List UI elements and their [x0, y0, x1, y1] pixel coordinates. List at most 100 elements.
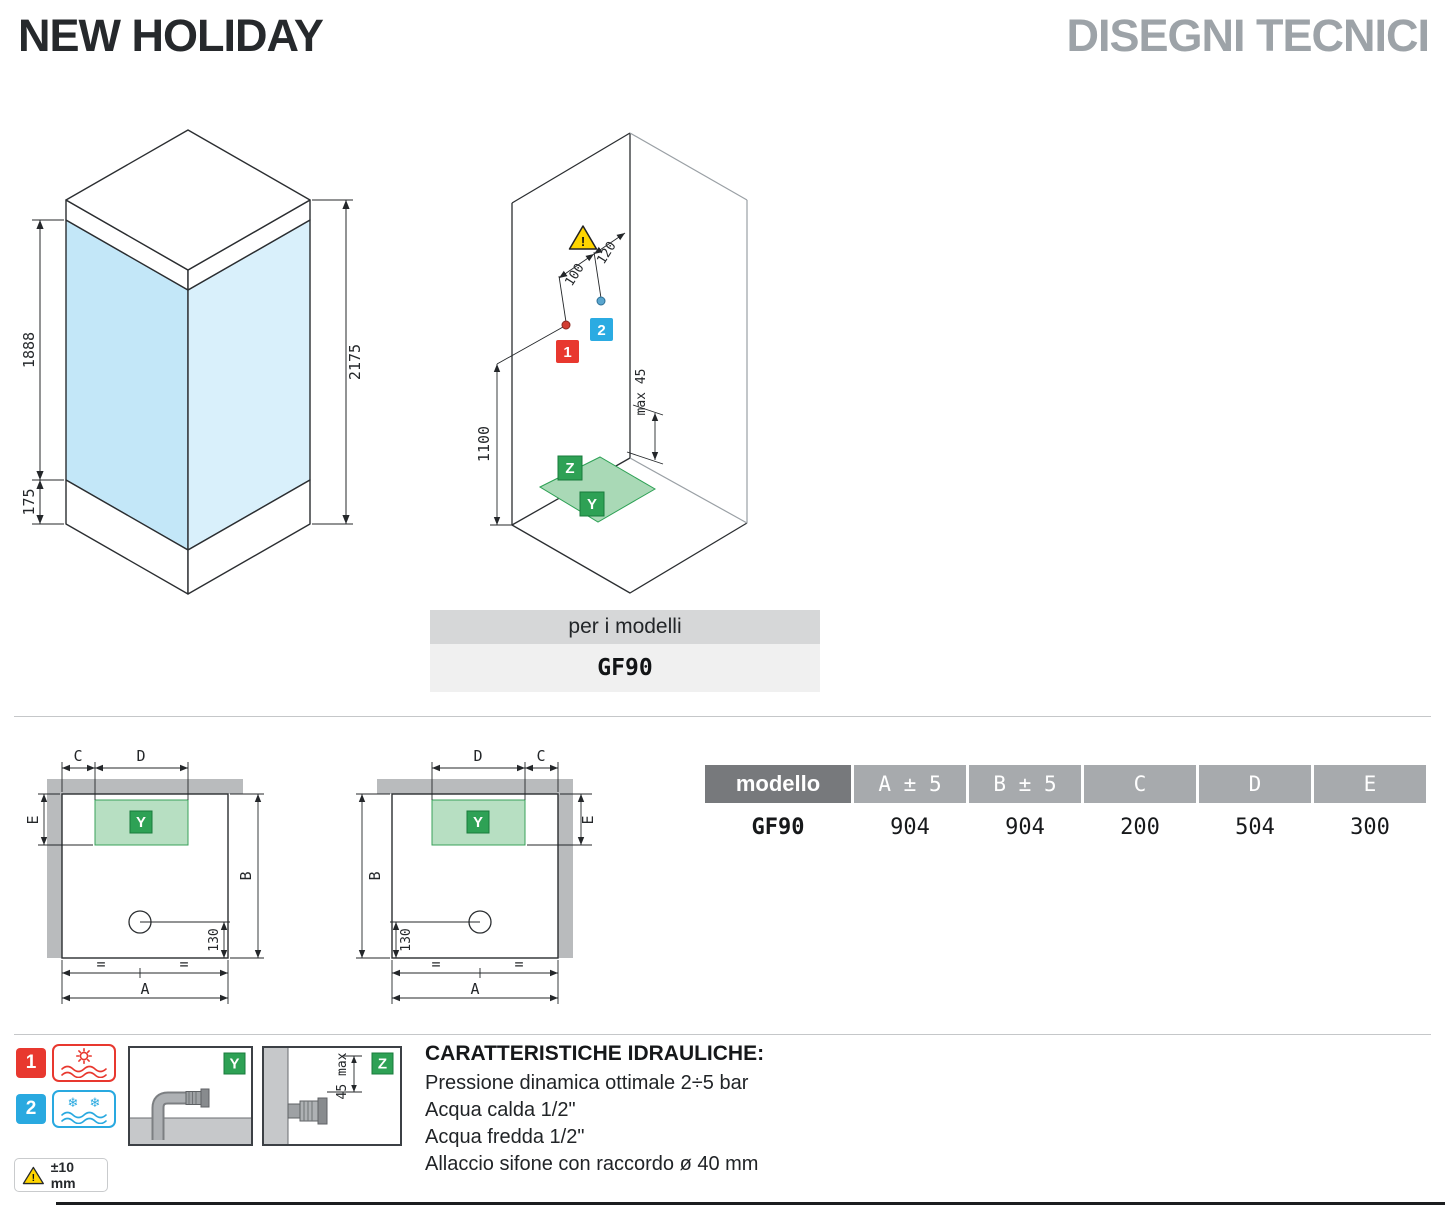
- cell-b: 904: [1005, 814, 1045, 840]
- hydraulics-line: Acqua fredda 1/2": [425, 1126, 585, 1148]
- footer-rule: [56, 1202, 1445, 1205]
- spec-table-row: GF90 904 904 200 504 300: [705, 803, 1431, 851]
- hydraulics-line: Allaccio sifone con raccordo ø 40 mm: [425, 1153, 759, 1175]
- col-header-e: E: [1314, 765, 1426, 803]
- cell-d: 504: [1235, 814, 1275, 840]
- wall-left: [47, 779, 62, 958]
- tolerance-note: ! ±10 mm: [14, 1158, 108, 1192]
- floor-outlet-badge: Y: [223, 1052, 246, 1075]
- tolerance-value: ±10 mm: [50, 1159, 76, 1191]
- plan-left-dimension-lines: [38, 762, 264, 1004]
- wall-outlet-badge: Z: [371, 1052, 394, 1075]
- iso-cabin-drawing: 1888 175 2175: [20, 129, 364, 595]
- pipe-thread: [299, 1100, 319, 1122]
- dim-drain-max: max 45: [634, 369, 649, 416]
- hot-water-badge: 1: [16, 1048, 46, 1078]
- equal-mark: =: [179, 955, 188, 973]
- svg-text:Z: Z: [378, 1056, 387, 1073]
- dim-b: B: [366, 871, 384, 880]
- iso-installation-dimension-lines: [490, 232, 664, 526]
- dim-d: D: [136, 748, 145, 765]
- floor: [130, 1118, 251, 1144]
- hot-inlet-dot: [561, 320, 571, 330]
- col-header-d: D: [1199, 765, 1311, 803]
- spec-table: modello A ± 5 B ± 5 C D E GF90 904 904 2…: [705, 765, 1431, 851]
- section-divider-top: [14, 716, 1431, 717]
- hot-inlet-badge: 1: [556, 340, 579, 363]
- dim-c: C: [73, 748, 82, 765]
- tray-badge: Y: [579, 491, 605, 517]
- pipe-stub: [287, 1103, 301, 1119]
- svg-text:Y: Y: [473, 814, 483, 831]
- cold-water-badge: 2: [16, 1094, 46, 1124]
- pipe-nut: [200, 1088, 210, 1108]
- dim-e: E: [579, 815, 597, 824]
- dim-130: 130: [207, 928, 222, 951]
- wall-outlet-dimension-lines: [327, 1055, 362, 1093]
- cabin-box: [65, 129, 311, 595]
- hydraulics-line: Acqua calda 1/2": [425, 1099, 576, 1121]
- iso-cabin-dimension-lines: [32, 199, 353, 525]
- warning-icon: !: [22, 1166, 44, 1184]
- tray-badge: Y: [466, 810, 490, 834]
- iso-installation-drawing: 1100 100 120 max 45 1 2 Z Y !: [475, 132, 748, 594]
- cold-inlet-dot: [596, 296, 606, 306]
- snow-waves-icon: ❄ ❄: [61, 1096, 107, 1124]
- dim-cold-offset: 120: [594, 239, 619, 267]
- cell-c: 200: [1120, 814, 1160, 840]
- svg-text:Y: Y: [587, 496, 597, 513]
- dim-inlet-height: 1100: [475, 426, 493, 462]
- dim-glass-height: 1888: [20, 332, 38, 368]
- section-divider-bottom: [14, 1034, 1431, 1035]
- dim-b: B: [237, 871, 255, 880]
- snowflake-icon: ❄: [68, 1096, 79, 1111]
- dim-a: A: [140, 980, 149, 998]
- plan-right-dimension-lines: [356, 762, 592, 1004]
- floor-outlet-svg: Y: [130, 1052, 251, 1144]
- hot-water-iconbox: [52, 1044, 116, 1082]
- tray-badge: Y: [129, 810, 153, 834]
- plan-left-drawing: Y C D E B 130 = = A: [25, 748, 264, 1004]
- drain-badge: Z: [557, 455, 583, 481]
- enclosure-outline: [511, 132, 748, 594]
- dim-hot-offset: 100: [562, 261, 587, 289]
- dim-a: A: [470, 980, 479, 998]
- cold-inlet-badge: 2: [590, 318, 613, 341]
- pipe-nut: [317, 1097, 328, 1125]
- hydraulics-line: Pressione dinamica ottimale 2÷5 bar: [425, 1072, 749, 1094]
- models-caption-band: per i modelli: [430, 610, 820, 644]
- snowflake-icon: ❄: [90, 1096, 101, 1111]
- wall-outlet-diagram: 45 max Z: [262, 1046, 402, 1146]
- svg-text:1: 1: [563, 344, 571, 361]
- col-header-c: C: [1084, 765, 1196, 803]
- dim-e: E: [25, 815, 42, 824]
- svg-text:!: !: [581, 234, 585, 249]
- wall-outlet-svg: 45 max Z: [264, 1048, 394, 1144]
- model-name-band: GF90: [430, 644, 820, 692]
- cell-e: 300: [1350, 814, 1390, 840]
- cell-a: 904: [890, 814, 930, 840]
- page-title: NEW HOLIDAY: [18, 10, 324, 61]
- hydraulics-title: CARATTERISTICHE IDRAULICHE:: [425, 1042, 765, 1065]
- col-header-a: A ± 5: [854, 765, 966, 803]
- dim-tray-height: 175: [20, 488, 38, 515]
- page-subtitle: DISEGNI TECNICI: [1066, 10, 1430, 61]
- plan-right-drawing: Y D C E B 130 = = A: [356, 748, 597, 1004]
- equal-mark: =: [96, 955, 105, 973]
- col-header-modello: modello: [705, 765, 851, 803]
- equal-mark: =: [514, 955, 523, 973]
- wall-right: [558, 779, 573, 958]
- dim-130: 130: [399, 928, 414, 951]
- svg-text:Z: Z: [565, 460, 574, 477]
- dim-45max: 45 max: [335, 1052, 350, 1099]
- floor-outlet-diagram: Y: [128, 1046, 253, 1146]
- cold-water-iconbox: ❄ ❄: [52, 1090, 116, 1128]
- hydraulics-section: CARATTERISTICHE IDRAULICHE: Pressione di…: [425, 1042, 764, 1178]
- wall: [264, 1048, 288, 1144]
- warning-icon: !: [568, 225, 598, 250]
- equal-mark: =: [431, 955, 440, 973]
- cell-model: GF90: [751, 814, 805, 840]
- wall-top: [377, 779, 573, 794]
- dim-d: D: [473, 748, 482, 765]
